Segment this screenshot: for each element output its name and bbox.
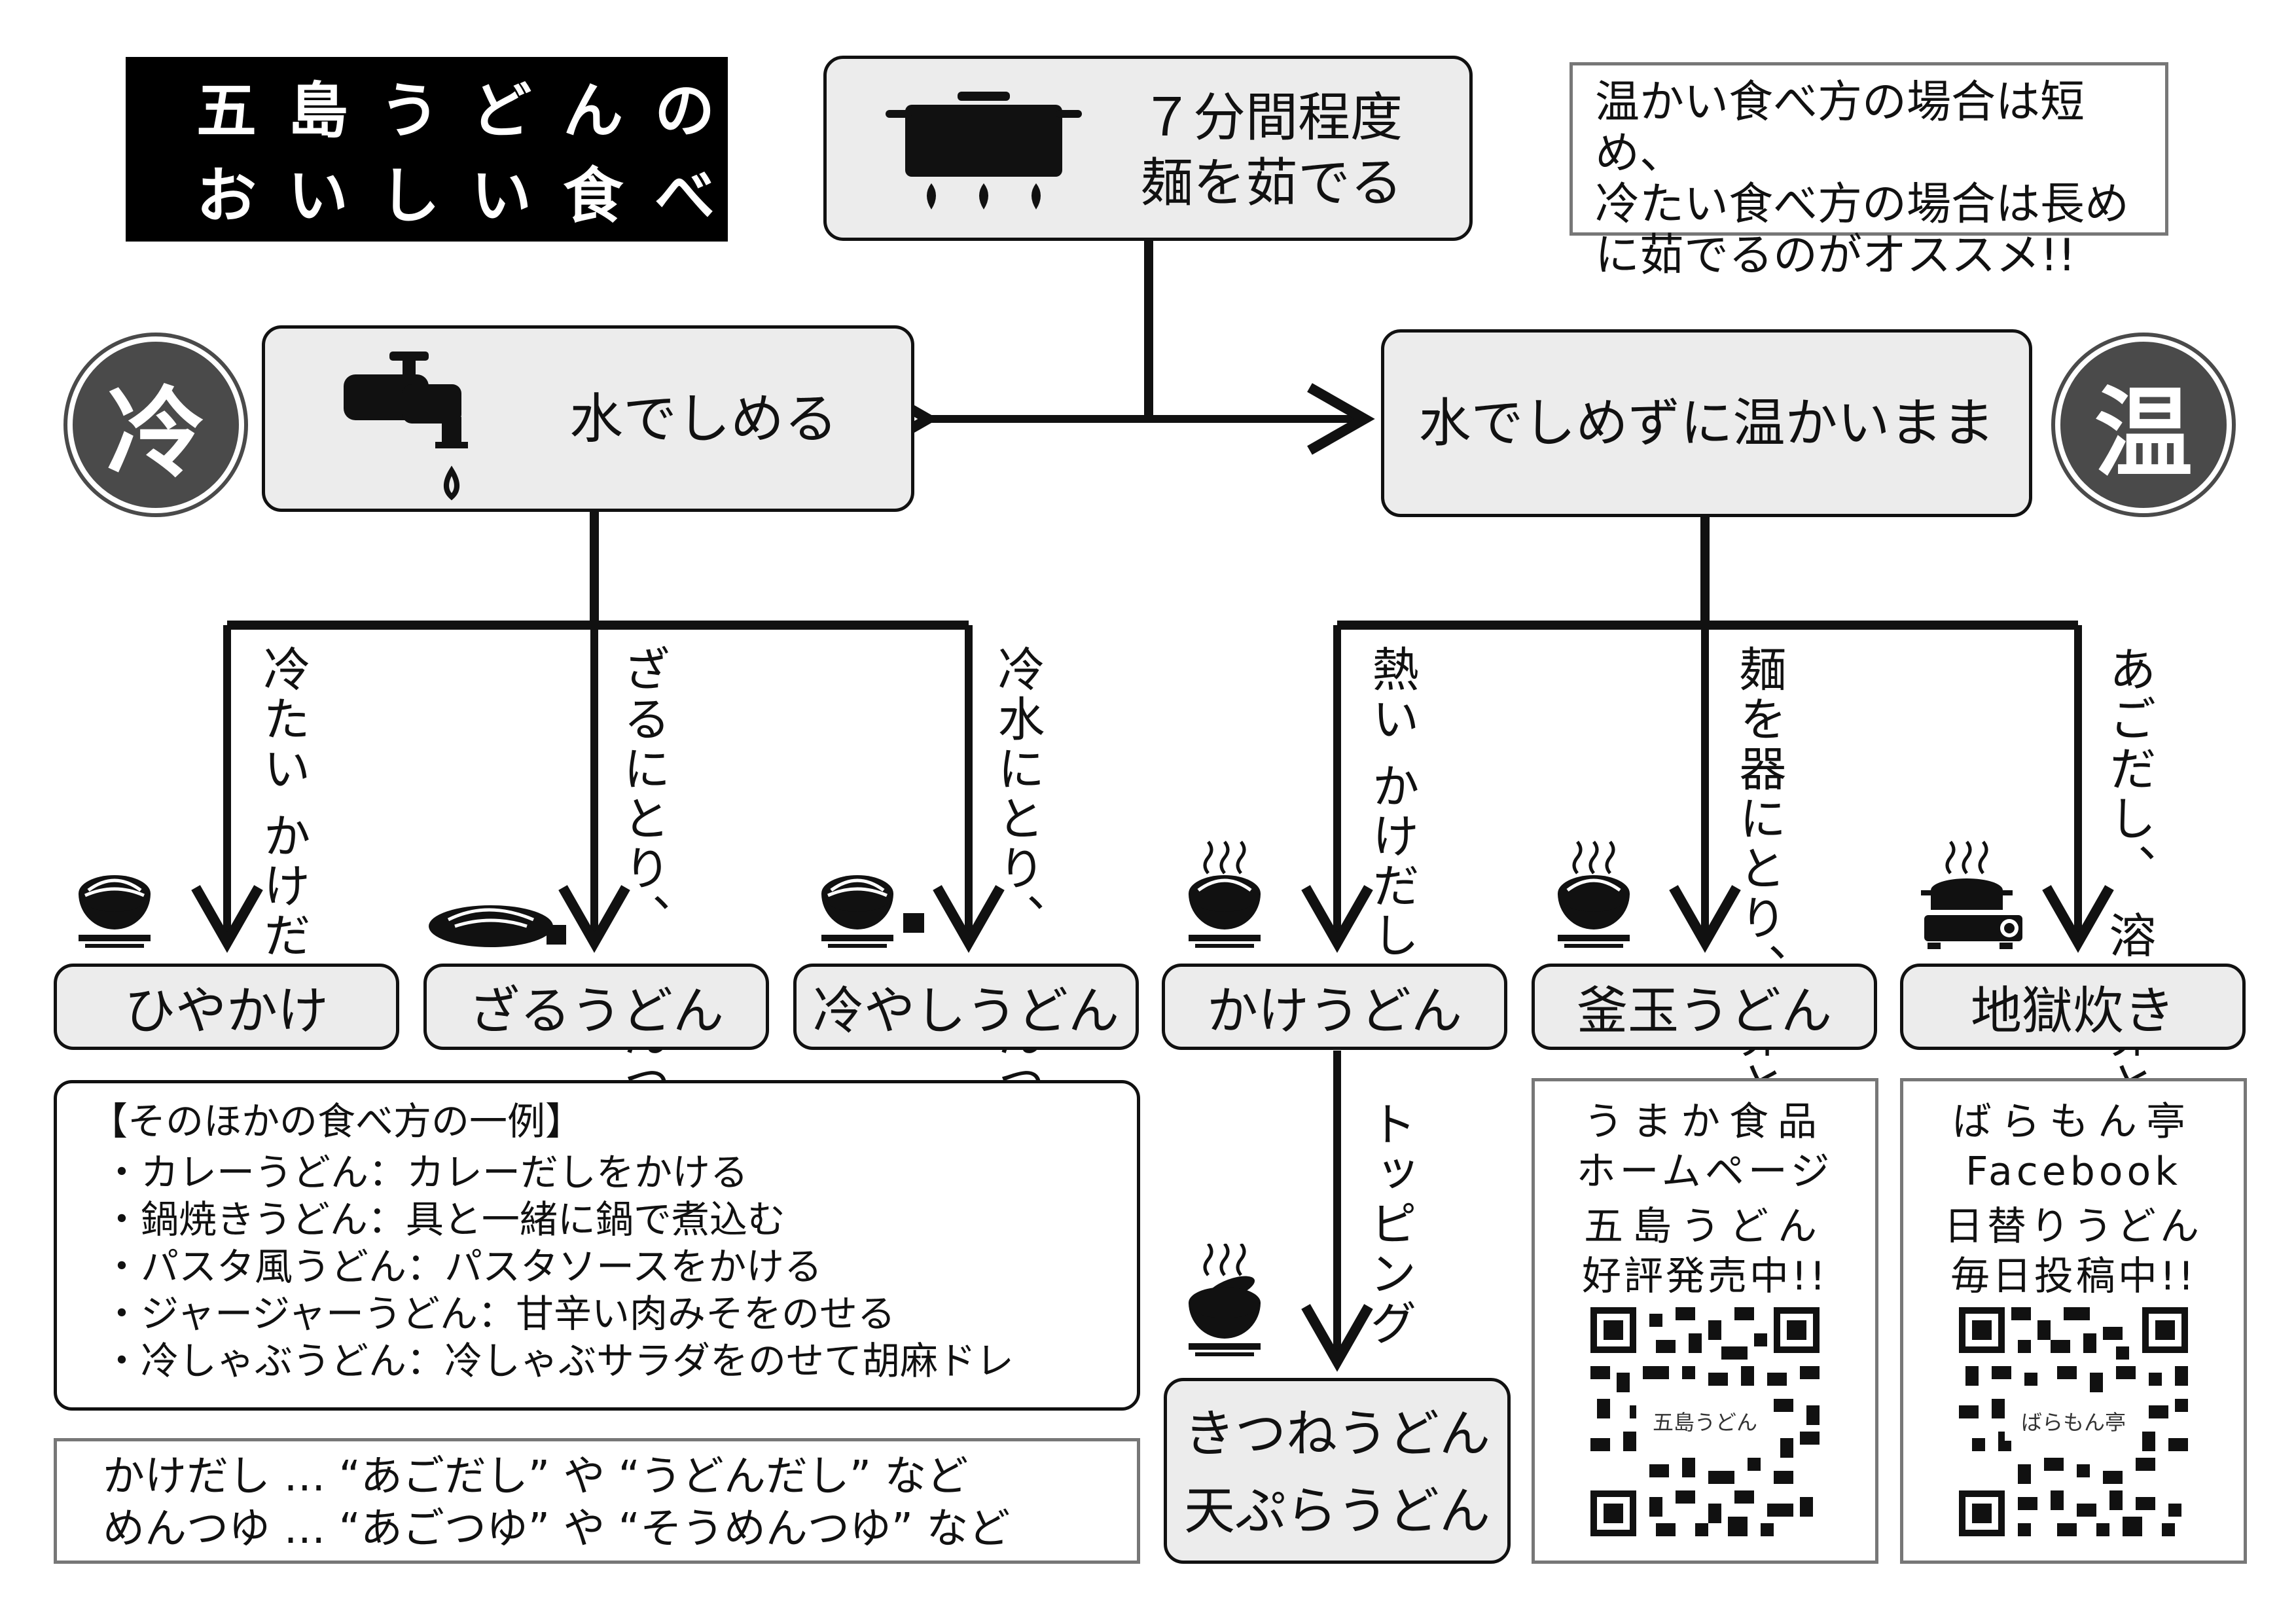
boil-note-line-2: 冷たい食べ方の場合は長め <box>1595 179 2130 230</box>
qr-code-umaka[interactable]: 五島うどん <box>1590 1307 1820 1536</box>
kamatama-bowl-icon <box>1558 840 1630 948</box>
boil-instruction: 麺を茹でる <box>1141 153 1403 213</box>
boil-time: ７分間程度 <box>1141 87 1403 148</box>
step-topping: トッピング <box>1361 1100 1416 1348</box>
boil-note: 温かい食べ方の場合は短め、 冷たい食べ方の場合は長め に茹でるのがオススメ!! <box>1570 62 2168 281</box>
dish-kake-label: かけうどん <box>1206 982 1462 1041</box>
dish-kake: かけうどん <box>1162 964 1507 1050</box>
qr-panel-umaka: うまか食品 ホームページ 五島うどん 好評発売中!! 五島うどん <box>1532 1078 1878 1564</box>
pot-icon <box>886 92 1082 209</box>
page-title: 五 島 う ど ん の お い し い 食 べ 方 <box>126 57 728 316</box>
qr1-line-3: 五島うどん <box>1584 1204 1826 1250</box>
qr2-line-2: Facebook <box>1965 1149 2181 1195</box>
other-way-item: ・カレーうどん：カレーだしをかける <box>103 1150 749 1195</box>
other-way-item: ・冷しゃぶうどん：冷しゃぶサラダをのせて胡麻ドレ <box>103 1339 1014 1383</box>
hot-bowl-icon <box>1189 840 1261 948</box>
glossary-box: かけだし … “あごだし” や “うどんだし” など めんつゆ … “あごつゆ”… <box>54 1438 1140 1564</box>
other-way-item: ・鍋焼きうどん：具と一緒に鍋で煮込む <box>103 1197 785 1242</box>
dish-kamatama-label: 釜玉うどん <box>1576 982 1832 1041</box>
dish-hiyakake-label: ひやかけ <box>124 982 329 1041</box>
dish-zaru-label: ざるうどん <box>468 982 724 1041</box>
hot-badge: 温 <box>2055 336 2232 513</box>
qr2-line-1: ばらもん亭 <box>1952 1099 2195 1145</box>
zaru-plate-icon <box>429 905 566 947</box>
cold-bowl-icon <box>79 875 151 948</box>
dish-zaru: ざるうどん <box>423 964 769 1050</box>
boil-step-box: ７分間程度 麺を茹でる <box>823 56 1473 241</box>
qr-panel-baramon: ばらもん亭 Facebook 日替りうどん 毎日投稿中!! ばらもん亭 <box>1900 1078 2247 1564</box>
topping-dish-box: きつねうどん 天ぷらうどん <box>1164 1378 1511 1564</box>
boil-note-line-3: に茹でるのがオススメ!! <box>1595 230 2076 281</box>
hiyashi-bowl-icon <box>821 875 924 948</box>
faucet-icon <box>344 352 468 501</box>
step-hiya: 冷たい かけだし <box>255 645 310 1011</box>
other-ways-heading: 【そのほかの食べ方の一例】 <box>90 1099 584 1144</box>
step-kamatama: 麺を器にとり、 卵と醤油で <box>1731 645 1786 1259</box>
other-way-item: ・ジャージャーうどん：甘辛い肉みそをのせる <box>103 1291 896 1336</box>
glossary-mentsuyu: めんつゆ … “あごつゆ” や “そうめんつゆ” など <box>103 1505 1011 1553</box>
dish-jigoku: 地獄炊き <box>1900 964 2246 1050</box>
qr-code-baramon[interactable]: ばらもん亭 <box>1959 1307 2188 1536</box>
dish-hiyashi-label: 冷やしうどん <box>812 982 1119 1041</box>
dish-jigoku-label: 地獄炊き <box>1970 982 2175 1041</box>
tempura-bowl-icon <box>1189 1244 1261 1356</box>
dish-hiyakake: ひやかけ <box>54 964 399 1050</box>
dish-kamatama: 釜玉うどん <box>1532 964 1877 1050</box>
qr1-line-1: うまか食品 <box>1584 1099 1826 1145</box>
hot-branch-label: 水でしめずに温かいまま <box>1418 392 1995 454</box>
step-hiyashi: 冷水にとり、 めんつゆで <box>990 645 1045 1210</box>
dish-tempura: 天ぷらうどん <box>1184 1482 1491 1541</box>
cold-branch-label: 水でしめる <box>569 388 838 450</box>
qr1-line-2: ホームページ <box>1576 1149 1834 1195</box>
step-zaru: ざるにとり、 めんつゆで <box>615 645 670 1210</box>
hot-branch-box: 水でしめずに温かいまま <box>1381 329 2032 517</box>
dish-hiyashi: 冷やしうどん <box>793 964 1139 1050</box>
cold-branch-box: 水でしめる <box>262 325 914 512</box>
qr2-center-label: ばらもん亭 <box>2005 1404 2142 1441</box>
qr2-line-4: 毎日投稿中!! <box>1950 1254 2197 1299</box>
step-kake: 熱い かけだし <box>1364 645 1419 961</box>
qr2-line-3: 日替りうどん <box>1944 1204 2203 1250</box>
glossary-kakedashi: かけだし … “あごだし” や “うどんだし” など <box>103 1453 969 1501</box>
other-way-item: ・パスタ風うどん：パスタソースをかける <box>103 1244 823 1289</box>
title-line-2: お い し い 食 べ 方 <box>196 161 721 316</box>
qr1-line-4: 好評発売中!! <box>1581 1254 1829 1299</box>
cold-badge: 冷 <box>67 336 244 513</box>
step-jigoku: あごだし、 溶き卵と醤油 <box>2101 645 2156 1210</box>
title-line-1: 五 島 う ど ん の <box>196 76 721 146</box>
hotpot-stove-icon <box>1921 840 2022 949</box>
qr1-center-label: 五島うどん <box>1636 1404 1774 1441</box>
dish-kitsune: きつねうどん <box>1184 1405 1491 1464</box>
boil-note-line-1: 温かい食べ方の場合は短め、 <box>1595 77 2085 179</box>
other-ways-box: 【そのほかの食べ方の一例】 ・カレーうどん：カレーだしをかける ・鍋焼きうどん：… <box>54 1080 1140 1411</box>
